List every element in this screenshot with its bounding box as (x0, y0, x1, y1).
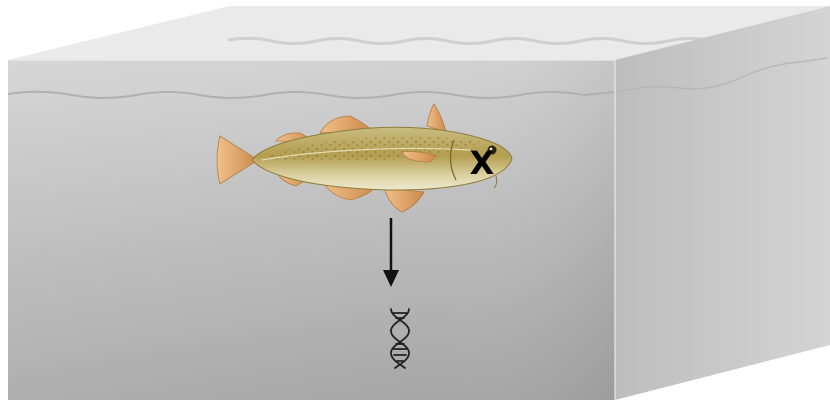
sampling-marker: X (467, 145, 497, 181)
tank-side-wall (615, 6, 830, 400)
